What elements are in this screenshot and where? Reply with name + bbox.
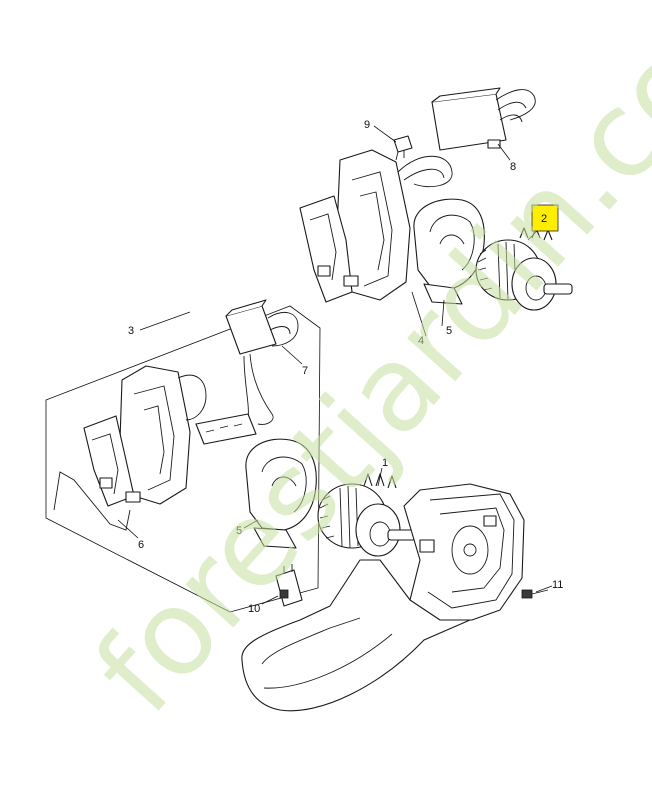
callout-9: 9 [364, 119, 370, 131]
callout-10: 10 [248, 603, 260, 615]
motor-rotor-lower [317, 473, 417, 557]
lower-fan-shroud [245, 438, 317, 549]
callout-labels: 1 2 3 4 5 5 6 7 8 9 10 11 [128, 119, 563, 615]
callout-2: 2 [541, 213, 547, 225]
callout-7: 7 [302, 365, 308, 377]
callout-6: 6 [138, 539, 144, 551]
upper-housing-assembly [299, 149, 453, 303]
wire-6 [53, 471, 131, 531]
highlight-box [531, 204, 559, 232]
kit-3-outline [45, 305, 321, 613]
control-module-8 [431, 87, 536, 151]
callout-11: 11 [552, 579, 563, 591]
callout-4: 4 [418, 335, 424, 347]
plug-10 [275, 564, 303, 607]
lower-housing-assembly [83, 365, 207, 507]
callout-5-lower: 5 [236, 525, 242, 537]
callout-3: 3 [128, 325, 134, 337]
callout-1: 1 [382, 457, 388, 469]
screw-11 [521, 589, 549, 599]
upper-fan-shroud [413, 198, 485, 305]
callout-8: 8 [510, 161, 516, 173]
main-housing [241, 483, 525, 712]
motor-rotor-upper [475, 227, 573, 311]
callout-5-upper: 5 [446, 325, 452, 337]
control-module-7 [195, 299, 299, 445]
leader-lines [117, 125, 553, 605]
switch-9 [393, 135, 413, 161]
